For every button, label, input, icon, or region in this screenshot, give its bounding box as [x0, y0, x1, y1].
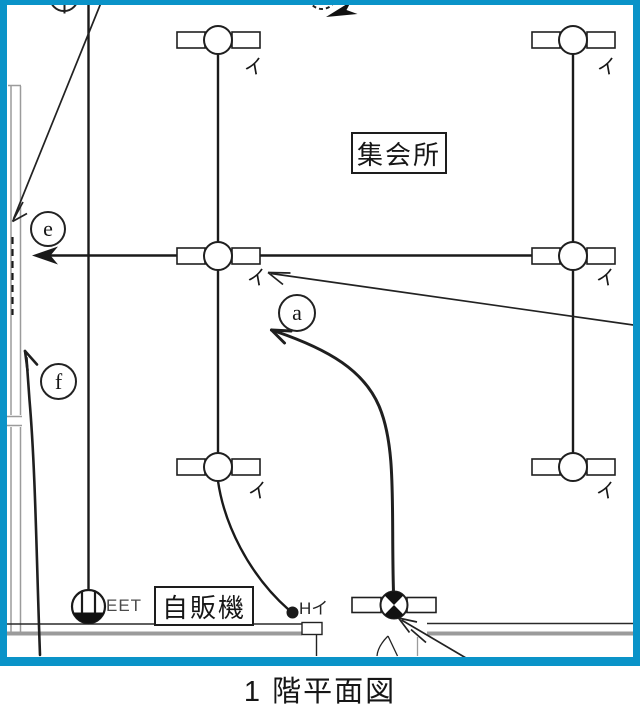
earth-outlet-symbol	[70, 588, 107, 625]
fluorescent-fixture-low-right	[531, 452, 616, 482]
partial-circle-top-left	[49, 0, 79, 14]
arrow-thick-f-curve	[23, 349, 42, 657]
pendant-dot	[286, 606, 299, 619]
arrow-thin-to-exit-light	[397, 617, 467, 659]
arrow-thick-to-a	[270, 328, 395, 594]
arrow-thin-to-center-fixture	[267, 271, 638, 327]
frame-border	[0, 0, 640, 666]
wall-left	[0, 84, 22, 633]
fixture-type-mark: イ	[242, 55, 266, 81]
pendant-label-h: Hイ	[299, 599, 329, 618]
wiring-diagram-canvas	[0, 0, 640, 666]
floor-plan-drawing: 集会所 自販機 EET Hイ イ イ イ イ イ イ e a f	[0, 0, 640, 666]
partial-circle-top-right	[307, 0, 337, 10]
outlet-label-eet: EET	[106, 596, 143, 615]
room-label-meeting-hall: 集会所	[351, 132, 447, 174]
wiring-lines	[44, 0, 575, 611]
circled-label-e: e	[30, 211, 66, 247]
fixture-type-mark: イ	[594, 479, 618, 505]
fluorescent-fixture-mid-right	[531, 241, 616, 271]
figure-caption: 1 階平面図	[243, 676, 397, 708]
fluorescent-fixture-top-right	[531, 25, 616, 55]
arrow-head-e-feed	[32, 246, 58, 265]
exit-light-fixture	[351, 590, 437, 620]
fixture-type-mark: イ	[595, 55, 619, 81]
fluorescent-fixture-low-center	[176, 452, 261, 482]
fixture-type-mark: イ	[594, 266, 618, 292]
wire-curve-to-pendant	[216, 480, 290, 611]
fixture-type-mark: イ	[245, 266, 269, 292]
fixture-type-mark: イ	[246, 479, 270, 505]
door-swing-lines	[376, 635, 419, 657]
circled-label-f: f	[40, 363, 77, 400]
circled-label-a: a	[278, 294, 316, 332]
room-label-vending-machine: 自販機	[154, 586, 254, 626]
fluorescent-fixture-top-center	[176, 25, 261, 55]
wall-bottom	[7, 621, 633, 656]
fluorescent-fixture-mid-center	[176, 241, 261, 271]
arrow-bold-top	[326, 1, 358, 17]
arrow-diagonal-top-left	[11, 3, 102, 223]
